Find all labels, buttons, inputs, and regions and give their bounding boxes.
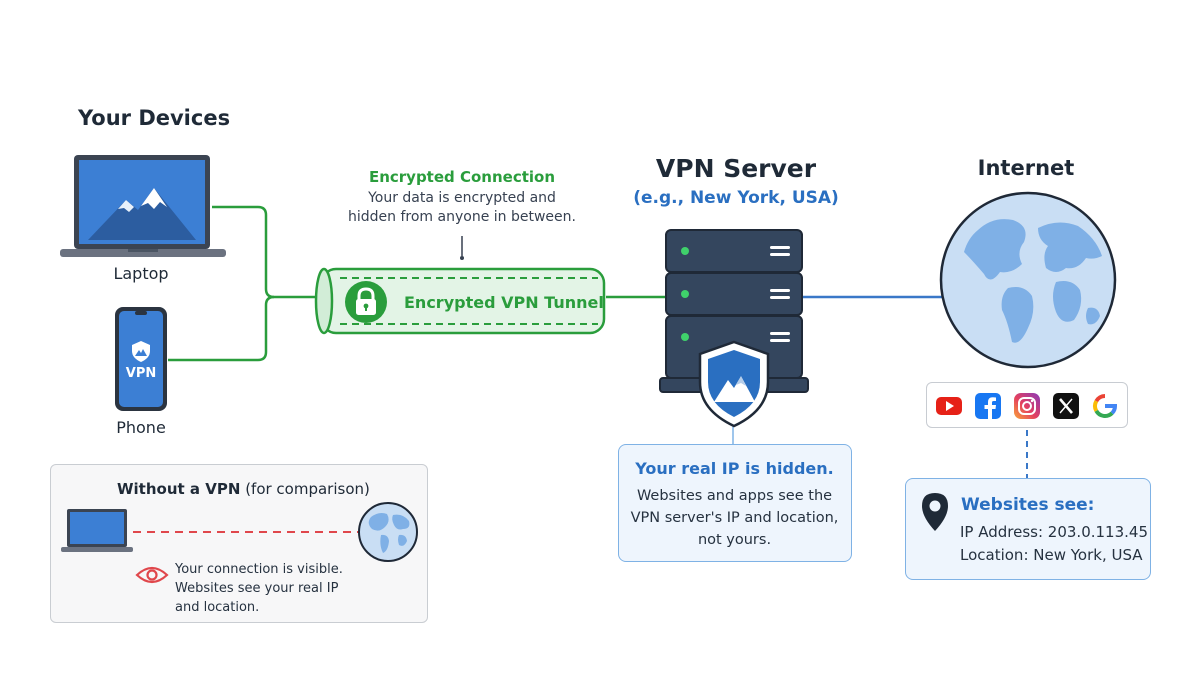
phone-connection-line: [168, 295, 275, 362]
comparison-note-line1: Your connection is visible.: [175, 562, 343, 577]
server-info-title: Your real IP is hidden.: [635, 459, 834, 478]
comparison-note-line2: Websites see your real IP: [175, 581, 339, 596]
eye-icon: [135, 566, 169, 584]
website-icons-bar: [926, 382, 1128, 428]
instagram-icon[interactable]: [1013, 392, 1041, 420]
comparison-laptop-icon: [61, 509, 133, 552]
facebook-icon[interactable]: [974, 392, 1002, 420]
youtube-icon[interactable]: [935, 392, 963, 420]
phone-label: Phone: [116, 418, 166, 437]
phone-icon: [115, 307, 167, 411]
lock-icon: [345, 281, 387, 323]
exposed-connection-line: [133, 531, 359, 533]
encrypted-connection-title: Encrypted Connection: [368, 168, 556, 186]
laptop-connection-line: [212, 205, 322, 299]
websites-see-title: Websites see:: [961, 495, 1095, 515]
location-pin-icon: [922, 493, 948, 531]
globe-icon: [939, 191, 1117, 369]
websites-see-ip: IP Address: 203.0.113.45: [960, 523, 1148, 541]
comparison-title-bold: Without a VPN: [117, 480, 241, 498]
comparison-globe-icon: [358, 502, 418, 562]
encrypted-connection-description: Your data is encrypted and hidden from a…: [348, 190, 576, 225]
tunnel-label: Encrypted VPN Tunnel: [404, 293, 604, 312]
comparison-title-rest: (for comparison): [240, 480, 370, 498]
comparison-note-line3: and location.: [175, 600, 260, 615]
server-title: VPN Server: [655, 154, 817, 183]
server-info-box: Your real IP is hidden. Websites and app…: [618, 444, 852, 562]
x-icon[interactable]: [1052, 392, 1080, 420]
devices-title: Your Devices: [78, 106, 231, 130]
laptop-icon: [60, 155, 226, 257]
phone-screen-text: VPN: [125, 366, 157, 381]
server-subtitle: (e.g., New York, USA): [633, 188, 839, 208]
shield-icon: [698, 340, 770, 428]
websites-see-location: Location: New York, USA: [960, 546, 1143, 564]
vpn-tunnel: [314, 267, 606, 335]
comparison-box: Without a VPN (for comparison) Your conn…: [50, 464, 428, 623]
websites-see-box: Websites see: IP Address: 203.0.113.45 L…: [905, 478, 1151, 580]
server-info-text: Websites and apps see the VPN server's I…: [630, 488, 839, 548]
comparison-title: Without a VPN (for comparison): [117, 480, 370, 498]
laptop-label: Laptop: [113, 264, 169, 283]
internet-title: Internet: [977, 156, 1075, 180]
google-icon[interactable]: [1091, 392, 1119, 420]
